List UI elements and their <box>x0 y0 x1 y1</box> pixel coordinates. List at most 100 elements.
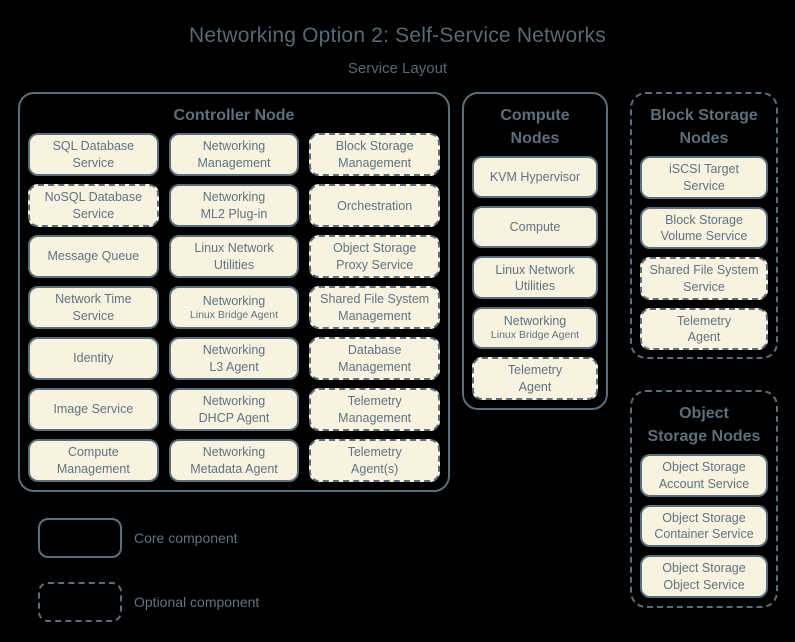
service-label: Networking <box>202 293 266 308</box>
service-label: Service <box>683 178 725 193</box>
service-label: Telemetry <box>676 313 732 328</box>
service-label: L3 Agent <box>209 359 259 374</box>
service-label: Service <box>72 206 115 221</box>
service-label: Telemetry <box>347 394 402 409</box>
service-label: iSCSI Target <box>669 162 739 177</box>
controller-node-title: Controller Node <box>173 107 295 124</box>
service-label: Utilities <box>213 257 255 272</box>
service-label: Management <box>338 155 412 170</box>
service-label: Identity <box>73 351 114 366</box>
service-box: Identity <box>28 337 159 381</box>
service-box: Image Service <box>28 388 159 432</box>
service-label: Object Storage <box>662 561 746 576</box>
service-label: DHCP Agent <box>198 410 270 425</box>
service-label: Orchestration <box>337 198 413 213</box>
service-label: Image Service <box>53 402 134 417</box>
service-label: Utilities <box>514 278 556 293</box>
service-label: Management <box>338 410 412 425</box>
service-label: Account Service <box>658 476 750 491</box>
service-label: Object Service <box>663 577 745 592</box>
optional-component-swatch <box>38 582 122 622</box>
service-label: Networking <box>202 343 266 358</box>
service-label: Shared File System <box>320 292 430 307</box>
service-label: Volume Service <box>660 229 748 244</box>
legend-core-row: Core component <box>38 518 238 558</box>
service-box: Message Queue <box>28 235 159 279</box>
service-label: Networking <box>202 445 266 460</box>
service-label: Telemetry <box>507 363 563 378</box>
service-label: Telemetry <box>347 445 402 460</box>
service-box: Orchestration <box>309 184 440 228</box>
service-sublabel: Linux Bridge Agent <box>490 329 580 342</box>
service-label: Agent <box>687 330 721 345</box>
service-label: NoSQL Database <box>44 190 143 205</box>
service-label: Management <box>197 155 271 170</box>
service-label: ML2 Plug-in <box>200 206 268 221</box>
page-title: Networking Option 2: Self-Service Networ… <box>189 24 606 47</box>
core-component-swatch <box>38 518 122 558</box>
service-label: Shared File System <box>649 263 759 278</box>
service-label: Object Storage <box>662 510 746 525</box>
service-label: Metadata Agent <box>190 461 278 476</box>
service-label: Networking <box>503 314 567 329</box>
service-label: Linux Network <box>194 241 274 256</box>
service-label: Container Service <box>654 527 754 542</box>
service-label: Network Time <box>55 292 132 307</box>
service-label: SQL Database <box>52 139 135 154</box>
service-label: Service <box>683 279 725 294</box>
optional-component-label: Optional component <box>134 594 260 610</box>
service-label: Service <box>72 155 115 170</box>
service-label: Block Storage <box>335 139 414 154</box>
service-label: Linux Network <box>495 262 575 277</box>
service-label: Agent <box>518 379 552 394</box>
service-label: Management <box>56 461 130 476</box>
service-label: Compute <box>67 445 119 460</box>
service-label: Compute <box>509 220 561 235</box>
service-label: Service <box>72 308 115 323</box>
service-label: Networking <box>202 394 266 409</box>
service-label: Management <box>338 308 412 323</box>
service-label: Object Storage <box>332 241 417 256</box>
service-label: Database <box>347 343 402 358</box>
service-label: Proxy Service <box>336 257 414 272</box>
service-label: Networking <box>202 139 266 154</box>
service-box: KVM Hypervisor <box>472 156 598 199</box>
service-label: Message Queue <box>47 249 140 264</box>
